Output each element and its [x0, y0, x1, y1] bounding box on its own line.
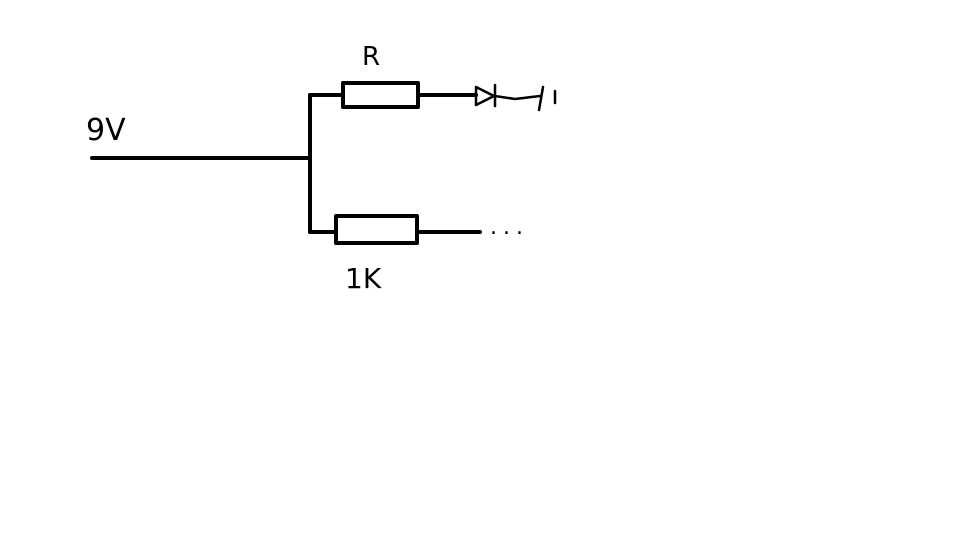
diode-triangle: [474, 85, 496, 107]
voltage-source-label: 9V: [86, 113, 126, 148]
continuation-ellipsis: ...: [490, 215, 529, 240]
top-branch: R: [308, 42, 557, 112]
resistor-r-label: R: [362, 42, 380, 72]
bottom-branch: 1K ...: [308, 214, 529, 295]
resistor-1k-label: 1K: [345, 262, 382, 295]
diode-symbol: [474, 83, 542, 108]
diode-output-wire: [493, 94, 542, 101]
terminal-mark-1: [537, 85, 545, 112]
resistor-1k: [334, 214, 419, 245]
resistor-r: [341, 81, 420, 109]
